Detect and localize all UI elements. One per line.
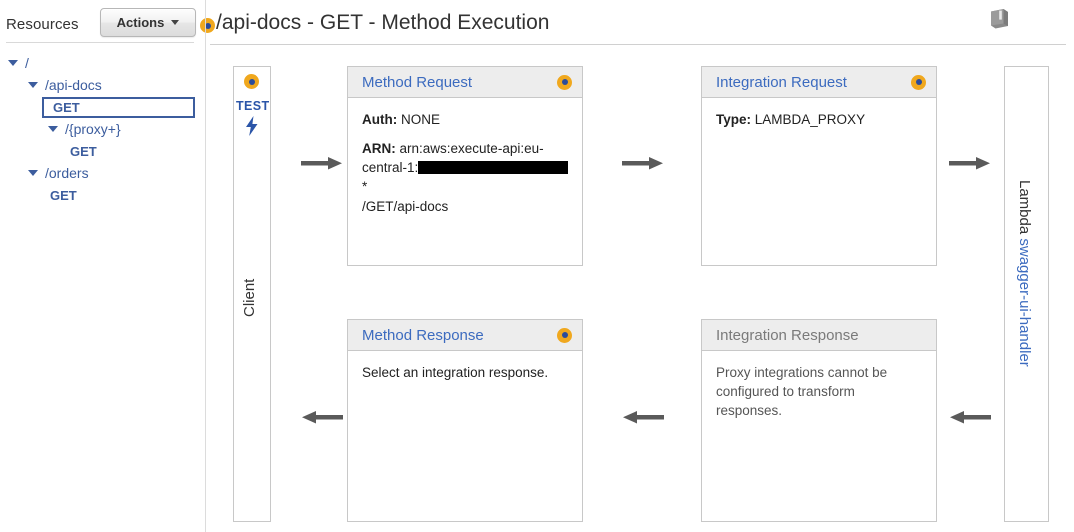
auth-label: Auth: [362,112,398,127]
method-node-icon [200,18,215,33]
arn-field: ARN: arn:aws:execute-api:eu-central-1:* … [362,139,569,216]
selected-method-highlight[interactable]: GET [42,96,195,118]
integration-request-header: Integration Request [702,67,936,98]
lambda-function-link[interactable]: swagger-ui-handler [1016,238,1033,367]
method-request-panel[interactable]: Method Request Auth: NONE ARN: arn:aws:e… [347,66,583,266]
method-request-body: Auth: NONE ARN: arn:aws:execute-api:eu-c… [348,98,582,226]
tree-item-proxy-get[interactable]: GET [0,140,205,162]
method-request-node-icon[interactable] [557,74,572,90]
resources-label: Resources [6,16,79,33]
test-link[interactable]: TEST [236,99,270,113]
type-value: LAMBDA_PROXY [754,112,866,127]
arrow-method-response-to-client [301,410,343,424]
integration-request-body: Type: LAMBDA_PROXY [702,98,936,149]
client-label: Client [241,278,258,317]
tree-method-label: GET [70,143,97,159]
arn-value: arn:aws:execute-api:eu-central-1: [362,141,544,176]
tree-method-label: GET [53,99,80,115]
panel-title[interactable]: Method Request [362,73,473,91]
documentation-book-icon[interactable] [985,6,1013,34]
integration-request-node-icon[interactable] [911,74,926,90]
tree-item-orders-get[interactable]: GET [0,184,205,206]
caret-down-icon[interactable] [48,126,58,132]
type-label: Type: [716,112,752,127]
chevron-down-icon [171,20,180,25]
actions-button-label: Actions [116,15,165,30]
tree-item-api-docs[interactable]: /api-docs [0,74,205,96]
resources-tree: / /api-docs GET /{proxy+} GET /orders GE… [0,52,205,206]
tree-method-label: GET [50,187,77,203]
auth-field: Auth: NONE [362,110,569,129]
tree-item-label: /orders [45,165,89,181]
topbar: Resources Actions /api-docs - GET - Meth… [0,0,1074,45]
arrow-method-request-to-integration-request [622,156,664,170]
test-node-icon[interactable] [244,74,259,89]
lambda-prefix: Lambda [1016,180,1033,239]
integration-response-panel: Integration Response Proxy integrations … [701,319,937,522]
tree-item-orders[interactable]: /orders [0,162,205,184]
arn-tail: /GET/api-docs [362,198,449,214]
integration-response-text: Proxy integrations cannot be configured … [716,365,888,419]
tree-item-label: / [25,55,29,71]
method-response-body: Select an integration response. [348,351,582,392]
lambda-column [1004,66,1049,522]
tree-item-proxy[interactable]: /{proxy+} [0,118,205,140]
method-response-node-icon[interactable] [557,327,572,343]
integration-response-body: Proxy integrations cannot be configured … [702,351,936,430]
method-response-panel[interactable]: Method Response Select an integration re… [347,319,583,522]
lambda-label: Lambda swagger-ui-handler [1016,180,1033,367]
caret-down-icon[interactable] [28,170,38,176]
arn-suffix: * [362,179,368,195]
caret-down-icon[interactable] [28,82,38,88]
arrow-integration-response-to-method-response [622,410,664,424]
tree-item-root[interactable]: / [0,52,205,74]
method-request-header: Method Request [348,67,582,98]
tree-item-label: /{proxy+} [65,121,121,137]
method-response-header: Method Response [348,320,582,351]
panel-title[interactable]: Integration Request [716,73,847,91]
arrow-lambda-to-integration-response [949,410,991,424]
integration-response-header: Integration Response [702,320,936,351]
sidebar-canvas-separator [205,0,206,532]
tree-item-label: /api-docs [45,77,102,93]
caret-down-icon[interactable] [8,60,18,66]
arn-redaction-bar [418,161,569,175]
method-response-text: Select an integration response. [362,365,549,380]
sidebar-divider [6,42,194,43]
tree-item-api-docs-get[interactable]: GET [0,96,205,118]
integration-request-panel[interactable]: Integration Request Type: LAMBDA_PROXY [701,66,937,266]
arn-label: ARN: [362,141,396,157]
client-column [233,66,271,522]
panel-title: Integration Response [716,326,859,344]
header-divider [210,44,1066,45]
arrow-client-to-method-request [301,156,343,170]
panel-title[interactable]: Method Response [362,326,484,344]
lightning-bolt-icon[interactable] [244,116,260,141]
arrow-integration-request-to-lambda [949,156,991,170]
auth-value: NONE [401,112,441,127]
type-field: Type: LAMBDA_PROXY [716,110,923,129]
actions-button[interactable]: Actions [100,8,196,37]
page-title: /api-docs - GET - Method Execution [216,11,550,34]
